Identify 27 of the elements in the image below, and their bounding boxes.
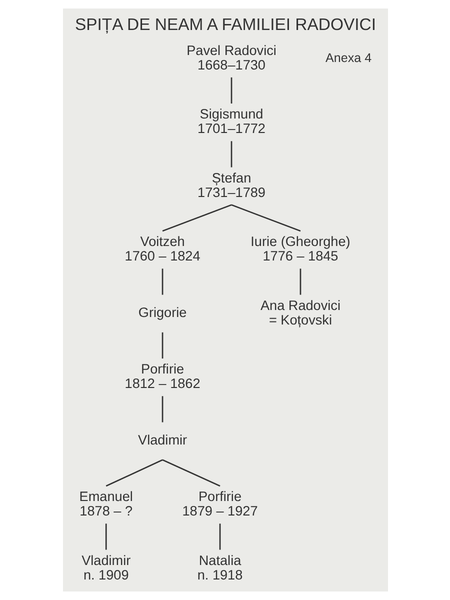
connector xyxy=(218,524,220,550)
connector xyxy=(161,332,163,359)
connector xyxy=(299,268,301,295)
connector xyxy=(230,204,300,232)
connector xyxy=(230,77,232,104)
connector xyxy=(230,141,232,168)
node-text: Natalia n. 1918 xyxy=(196,552,242,582)
node-text: Vladimir n. 1909 xyxy=(81,552,130,582)
connector xyxy=(105,459,162,487)
node-text: Porfirie 1879 – 1927 xyxy=(182,489,258,519)
label: Anexa 4 xyxy=(325,50,372,65)
node-text: Iurie (Gheorghe) 1776 – 1845 xyxy=(250,234,350,264)
node-text: Ana Radovici = Koțovski xyxy=(260,298,340,328)
connector xyxy=(162,204,232,232)
node-text: Vladimir xyxy=(138,432,187,448)
node-text: Voitzeh 1760 – 1824 xyxy=(124,234,200,264)
node-text: Ștefan 1731–1789 xyxy=(197,170,265,200)
connector xyxy=(104,524,106,550)
connector xyxy=(161,396,163,422)
node-text: Emanuel 1878 – ? xyxy=(78,489,132,519)
node-text: Pavel Radovici 1668–1730 xyxy=(186,42,276,72)
connector xyxy=(161,268,163,295)
node-text: Sigismund 1701–1772 xyxy=(197,106,265,136)
connector xyxy=(162,459,220,487)
node-text: Porfirie 1812 – 1862 xyxy=(124,362,200,392)
node-text: Grigorie xyxy=(138,305,186,320)
diagram-title: SPIȚA DE NEAM A FAMILIEI RADOVICI xyxy=(74,15,376,34)
